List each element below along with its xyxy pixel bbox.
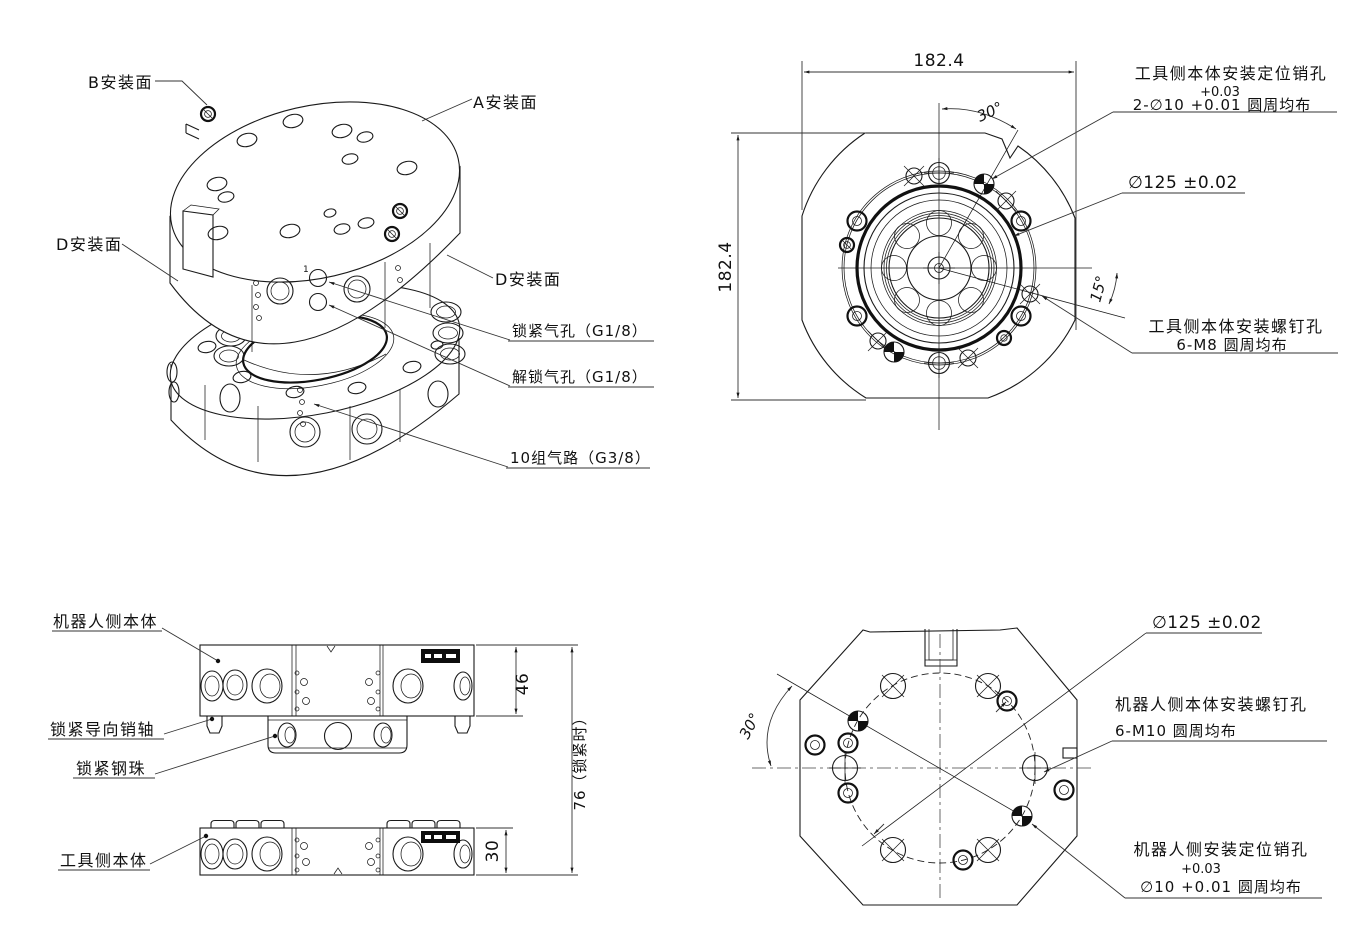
iso-port-boss-stack-right — [430, 301, 466, 365]
screw-hole-icon — [974, 672, 1002, 700]
port-hole-icon — [903, 165, 925, 187]
label-surface-d-left: D安装面 — [56, 235, 122, 254]
m10-note-line1: 机器人侧本体安装螺钉孔 — [1115, 695, 1308, 714]
iso-leaders — [121, 80, 654, 469]
bottom-view-bolt-holes — [804, 672, 1075, 871]
dim-height: 182.4 — [716, 241, 736, 292]
screw-hole-icon — [838, 236, 856, 254]
port-hole-icon — [846, 210, 868, 232]
top-view-dimensions — [731, 61, 1338, 401]
screw-hole-icon — [879, 836, 907, 864]
dim-angle-15: 15° — [1086, 274, 1110, 304]
side-view: 机器人侧本体 锁紧导向销轴 锁紧钢珠 工具侧本体 46 30 76（锁紧时） — [48, 612, 589, 876]
top-view: 182.4 182.4 30° 15° ∅125 ±0.02 工具侧本体安装定位… — [716, 51, 1338, 430]
label-robot-body: 机器人侧本体 — [53, 612, 158, 631]
screw-hole-icon — [1018, 751, 1052, 785]
side-view-dimensions — [476, 644, 578, 876]
label-unlock-air-port: 解锁气孔（G1/8） — [512, 368, 648, 386]
pin-note-line3: 2-∅10 +0.01 圆周均布 — [1133, 96, 1312, 114]
dim-bolt-circle: ∅125 ±0.02 — [1128, 173, 1238, 193]
top-view-outline — [801, 132, 1076, 399]
label-surface-a: A安装面 — [473, 93, 538, 112]
pin-note-line1: 工具侧本体安装定位销孔 — [1135, 64, 1328, 83]
port-hole-icon — [867, 330, 889, 352]
label-lock-steel-ball: 锁紧钢珠 — [76, 759, 146, 778]
bottom-view-top-notch — [924, 629, 958, 667]
port-hole-icon — [995, 190, 1017, 212]
port-hole-icon — [1053, 779, 1075, 801]
dowel-pin-hole-icon — [973, 173, 995, 195]
port-hole-icon — [995, 329, 1013, 347]
iso-top-face-holes — [206, 113, 418, 241]
m10-note-line2: 6-M10 圆周均布 — [1115, 722, 1237, 740]
side-view-leaders — [48, 627, 278, 871]
label-lock-air-port: 锁紧气孔（G1/8） — [512, 322, 648, 340]
side-robot-body — [199, 644, 475, 734]
side-tool-body — [199, 819, 475, 876]
dowel-pin-hole-icon — [883, 341, 905, 363]
port-hole-icon — [1010, 210, 1032, 232]
port-hole-icon — [804, 734, 826, 756]
screw-hole-icon — [923, 347, 955, 379]
pin-note-bottom-line1: 机器人侧安装定位销孔 — [1133, 840, 1308, 859]
guide-pin-left — [206, 716, 223, 734]
port-hole-icon — [837, 782, 859, 804]
label-tool-body: 工具侧本体 — [60, 851, 148, 870]
label-surface-d-right: D安装面 — [495, 270, 561, 289]
bottom-view-dimensions — [766, 632, 1327, 899]
hole-marker: 1 — [303, 265, 309, 275]
dim-width: 182.4 — [913, 51, 964, 71]
bottom-view: ∅125 ±0.02 30° 机器人侧本体安装螺钉孔 6-M10 圆周均布 机器… — [736, 613, 1327, 906]
lock-air-hole — [308, 268, 328, 288]
dowel-pin-hole-icon — [1011, 805, 1033, 827]
dowel-pin-hole-icon — [847, 710, 869, 732]
screw-note-line1: 工具侧本体安装螺钉孔 — [1148, 317, 1323, 336]
screw-note-line2: 6-M8 圆周均布 — [1176, 336, 1287, 354]
iso-robot-disc-body — [169, 101, 461, 352]
dim-angle-30-bottom: 30° — [736, 710, 764, 742]
dim-76-locked: 76（锁紧时） — [571, 709, 589, 810]
side-lock-collar — [267, 716, 408, 754]
bottom-view-side-notch — [1062, 747, 1078, 759]
dim-bolt-circle-bottom: ∅125 ±0.02 — [1152, 613, 1262, 633]
screw-hole-icon — [974, 836, 1002, 864]
screw-hole-icon — [923, 157, 955, 189]
screw-icon — [199, 105, 217, 123]
bottom-view-outline — [799, 627, 1078, 906]
dim-angle-30: 30° — [974, 98, 1006, 126]
pin-note-line2: +0.03 — [1200, 85, 1240, 100]
iso-exploded-view: B安装面 A安装面 D安装面 D安装面 锁紧气孔（G1/8） 解锁气孔（G1/8… — [56, 73, 654, 477]
unlock-air-hole — [308, 292, 328, 312]
dim-46: 46 — [513, 673, 533, 696]
label-surface-b: B安装面 — [88, 73, 153, 92]
guide-pin-right — [454, 716, 471, 734]
pin-note-bottom-line2: +0.03 — [1181, 862, 1221, 877]
label-air-circuits: 10组气路（G3/8） — [510, 449, 651, 467]
pin-note-bottom-line3: ∅10 +0.01 圆周均布 — [1140, 878, 1302, 896]
label-lock-guide-pin: 锁紧导向销轴 — [50, 720, 155, 739]
screw-hole-icon — [828, 751, 862, 785]
dim-30: 30 — [483, 840, 503, 863]
screw-hole-icon — [879, 672, 907, 700]
